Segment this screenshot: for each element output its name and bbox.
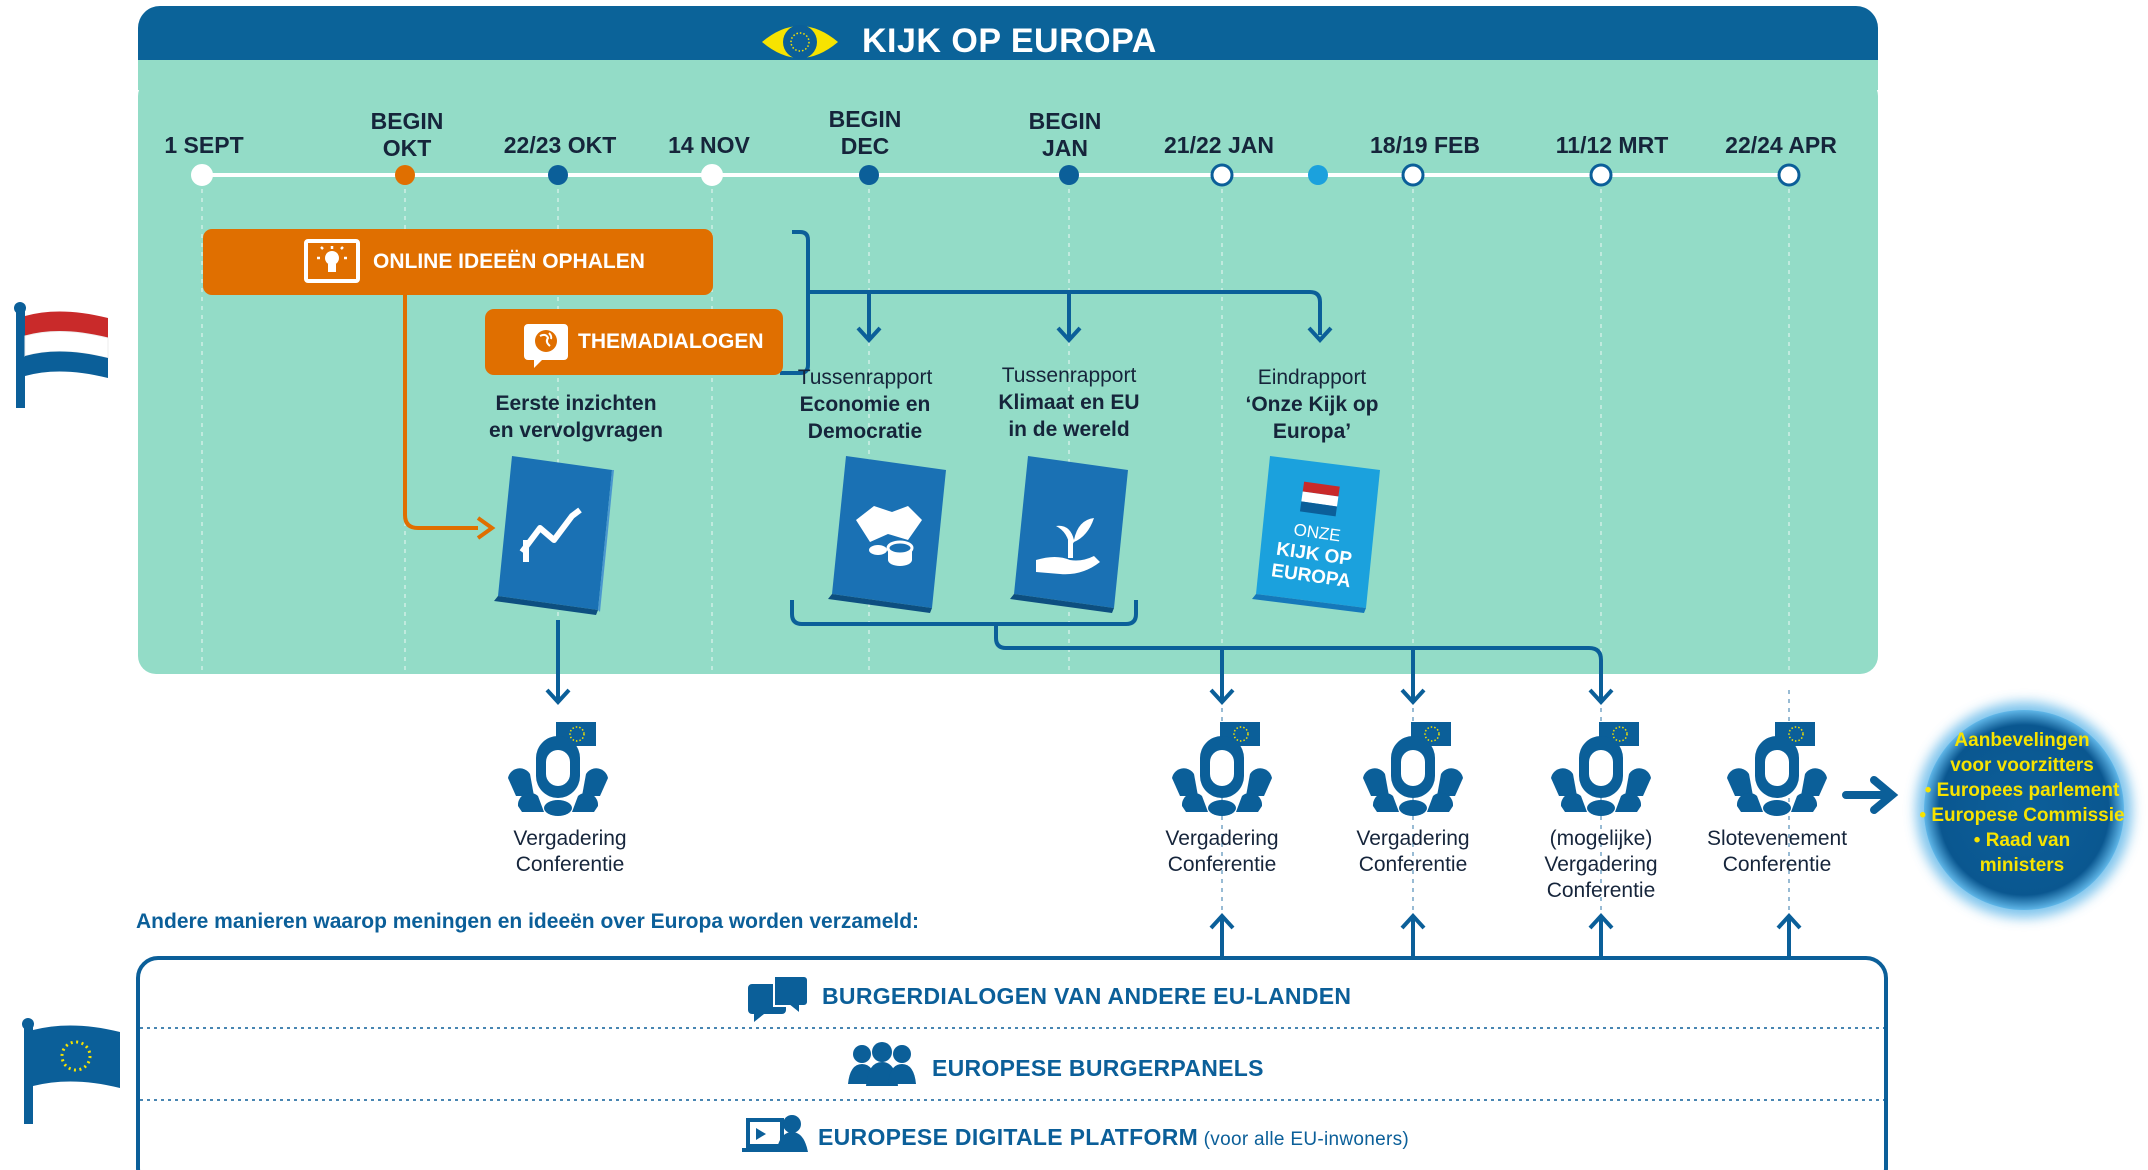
- timeline-marker-10: [1589, 163, 1613, 187]
- meeting-icon-1: [506, 720, 610, 818]
- recommendations-circle: [1924, 710, 2124, 910]
- plant-hand-icon: [1036, 518, 1100, 575]
- timeline-markers: [191, 163, 1801, 187]
- netherlands-flag-icon: [14, 302, 109, 408]
- meeting-icon-2: [1170, 720, 1274, 818]
- page-title: KIJK OP EUROPA: [862, 22, 1157, 60]
- date-label-11: 22/24 APR: [1725, 132, 1837, 158]
- handshake-coins-icon: [856, 506, 922, 566]
- meeting-icon-3: [1361, 720, 1465, 818]
- eu-flag-icon: [22, 1018, 120, 1124]
- timeline-marker-9: [1401, 163, 1425, 187]
- other-ways-intro: Andere manieren waarop meningen en ideeë…: [136, 910, 920, 933]
- timeline-marker-7: [1210, 163, 1234, 187]
- timeline-marker-5: [859, 165, 879, 185]
- date-label-4: 14 NOV: [668, 132, 750, 158]
- timeline-marker-2: [395, 165, 415, 185]
- result-arrow: [1842, 776, 1899, 814]
- online-ideas-bar: [203, 229, 713, 295]
- date-label-10: 11/12 MRT: [1555, 132, 1669, 158]
- report-connectors: [545, 230, 1802, 958]
- report-book-final: ONZE KIJK OP EUROPA: [1252, 456, 1380, 613]
- date-label-9: 18/19 FEB: [1370, 132, 1480, 158]
- lightbulb-icon: [304, 239, 360, 283]
- other-ways-box: [136, 956, 1888, 1170]
- report-book-economy: [828, 456, 946, 613]
- timeline-marker-11: [1777, 163, 1801, 187]
- timeline-marker-1: [191, 164, 213, 186]
- globe-speech-icon: [524, 324, 568, 368]
- row-label-dialogues: BURGERDIALOGEN VAN ANDERE EU-LANDEN: [822, 983, 1352, 1009]
- speech-bubbles-icon: [748, 975, 809, 1022]
- timeline-marker-4: [701, 164, 723, 186]
- report-book-first: [494, 456, 614, 615]
- report-book-climate: [1010, 456, 1128, 613]
- online-arrow: [403, 294, 478, 530]
- themadialogen-label: THEMADIALOGEN: [578, 330, 764, 353]
- row-label-platform: EUROPESE DIGITALE PLATFORM (voor alle EU…: [818, 1124, 1410, 1150]
- online-ideas-label: ONLINE IDEEËN OPHALEN: [373, 250, 645, 273]
- date-label-3: 22/23 OKT: [503, 132, 617, 158]
- timeline-marker-3: [548, 165, 568, 185]
- meeting-icon-5: [1725, 720, 1829, 818]
- computer-user-icon: [742, 1115, 808, 1152]
- date-label-7: 21/22 JAN: [1164, 132, 1274, 158]
- row-note-platform: (voor alle EU-inwoners): [1198, 1129, 1410, 1150]
- row-label-panels: EUROPESE BURGERPANELS: [932, 1055, 1264, 1081]
- recommendations-text: Aanbevelingen voor voorzitters • Europee…: [1919, 730, 2125, 876]
- timeline-marker-8: [1308, 165, 1328, 185]
- date-label-1: 1 SEPT: [164, 132, 244, 158]
- netherlands-flag-small: [1299, 481, 1340, 517]
- chart-people-icon: [519, 507, 582, 562]
- meeting-icon-4: [1549, 720, 1653, 818]
- timeline-marker-6: [1059, 165, 1079, 185]
- eye-icon: [762, 25, 838, 59]
- group-icon: [848, 1042, 916, 1086]
